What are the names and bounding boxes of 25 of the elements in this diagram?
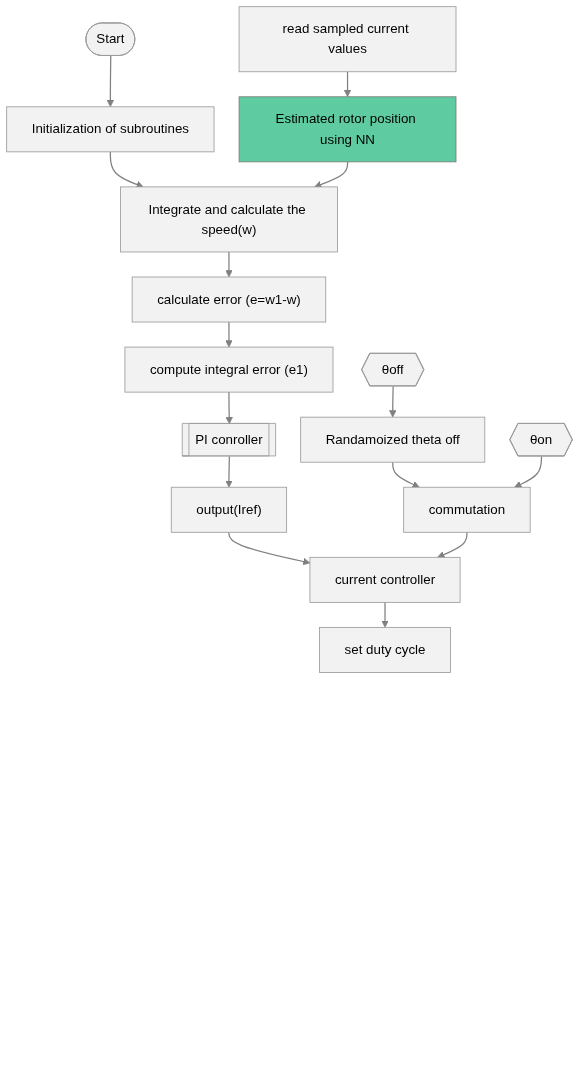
node-box: current controller: [309, 556, 461, 603]
arrow: [228, 531, 311, 566]
arrow: [225, 321, 233, 348]
node-box: Initialization of subroutines: [6, 106, 215, 153]
node-box: set duty cycle: [319, 627, 451, 673]
node-box: Integrate and calculate the speed(w): [120, 186, 338, 253]
arrow: [225, 391, 233, 425]
arrow: [314, 161, 349, 188]
node-box: output(Iref): [170, 486, 288, 533]
node-box: Estimated rotor position using NN: [238, 96, 457, 163]
node-box: read sampled current values: [238, 6, 457, 73]
arrow: [392, 461, 420, 488]
arrow: [225, 455, 233, 488]
node-box: Randamoized theta off: [300, 416, 486, 463]
node-box: calculate error (e=w1-w): [131, 276, 327, 323]
arrow: [225, 251, 233, 278]
arrow: [106, 55, 115, 108]
node-box: compute integral error (e1): [124, 346, 334, 393]
arrow: [109, 151, 144, 188]
arrow: [514, 455, 543, 488]
arrow: [437, 531, 468, 559]
node-box: commutation: [403, 486, 531, 533]
arrow: [343, 71, 352, 98]
arrow: [389, 385, 397, 418]
arrow: [381, 601, 389, 628]
